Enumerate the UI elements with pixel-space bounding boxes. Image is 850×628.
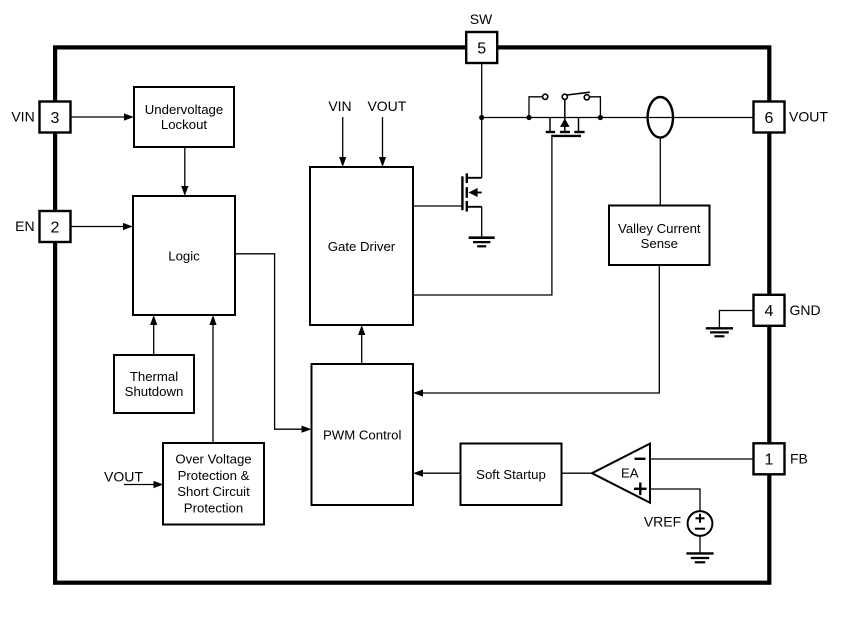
svg-text:Gate Driver: Gate Driver (328, 239, 396, 254)
svg-text:3: 3 (51, 110, 60, 127)
svg-text:Lockout: Lockout (161, 117, 208, 132)
svg-text:Shutdown: Shutdown (125, 384, 184, 399)
svg-text:PWM Control: PWM Control (323, 428, 401, 443)
svg-text:SW: SW (470, 11, 493, 27)
svg-text:VIN: VIN (328, 98, 351, 114)
svg-text:Soft Startup: Soft Startup (476, 467, 546, 482)
svg-text:Undervoltage: Undervoltage (145, 102, 223, 117)
svg-text:Logic: Logic (168, 249, 200, 264)
svg-text:Protection: Protection (184, 500, 243, 515)
svg-text:Thermal: Thermal (130, 369, 178, 384)
svg-text:VREF: VREF (644, 513, 681, 529)
svg-text:EA: EA (621, 466, 639, 481)
svg-text:Valley Current: Valley Current (618, 221, 701, 236)
svg-text:1: 1 (765, 451, 774, 468)
svg-text:FB: FB (790, 451, 808, 467)
svg-text:Short Circuit: Short Circuit (177, 484, 250, 499)
svg-text:2: 2 (51, 219, 60, 236)
svg-text:Protection &: Protection & (178, 468, 250, 483)
svg-text:EN: EN (15, 218, 34, 234)
svg-text:5: 5 (477, 40, 486, 57)
svg-text:GND: GND (790, 302, 821, 318)
svg-text:6: 6 (765, 110, 774, 127)
svg-text:VOUT: VOUT (104, 468, 143, 484)
svg-text:Sense: Sense (641, 236, 678, 251)
svg-text:4: 4 (765, 303, 774, 320)
svg-text:Over Voltage: Over Voltage (175, 452, 251, 467)
svg-text:VOUT: VOUT (367, 98, 406, 114)
svg-text:VOUT: VOUT (789, 109, 828, 125)
svg-text:VIN: VIN (11, 109, 34, 125)
